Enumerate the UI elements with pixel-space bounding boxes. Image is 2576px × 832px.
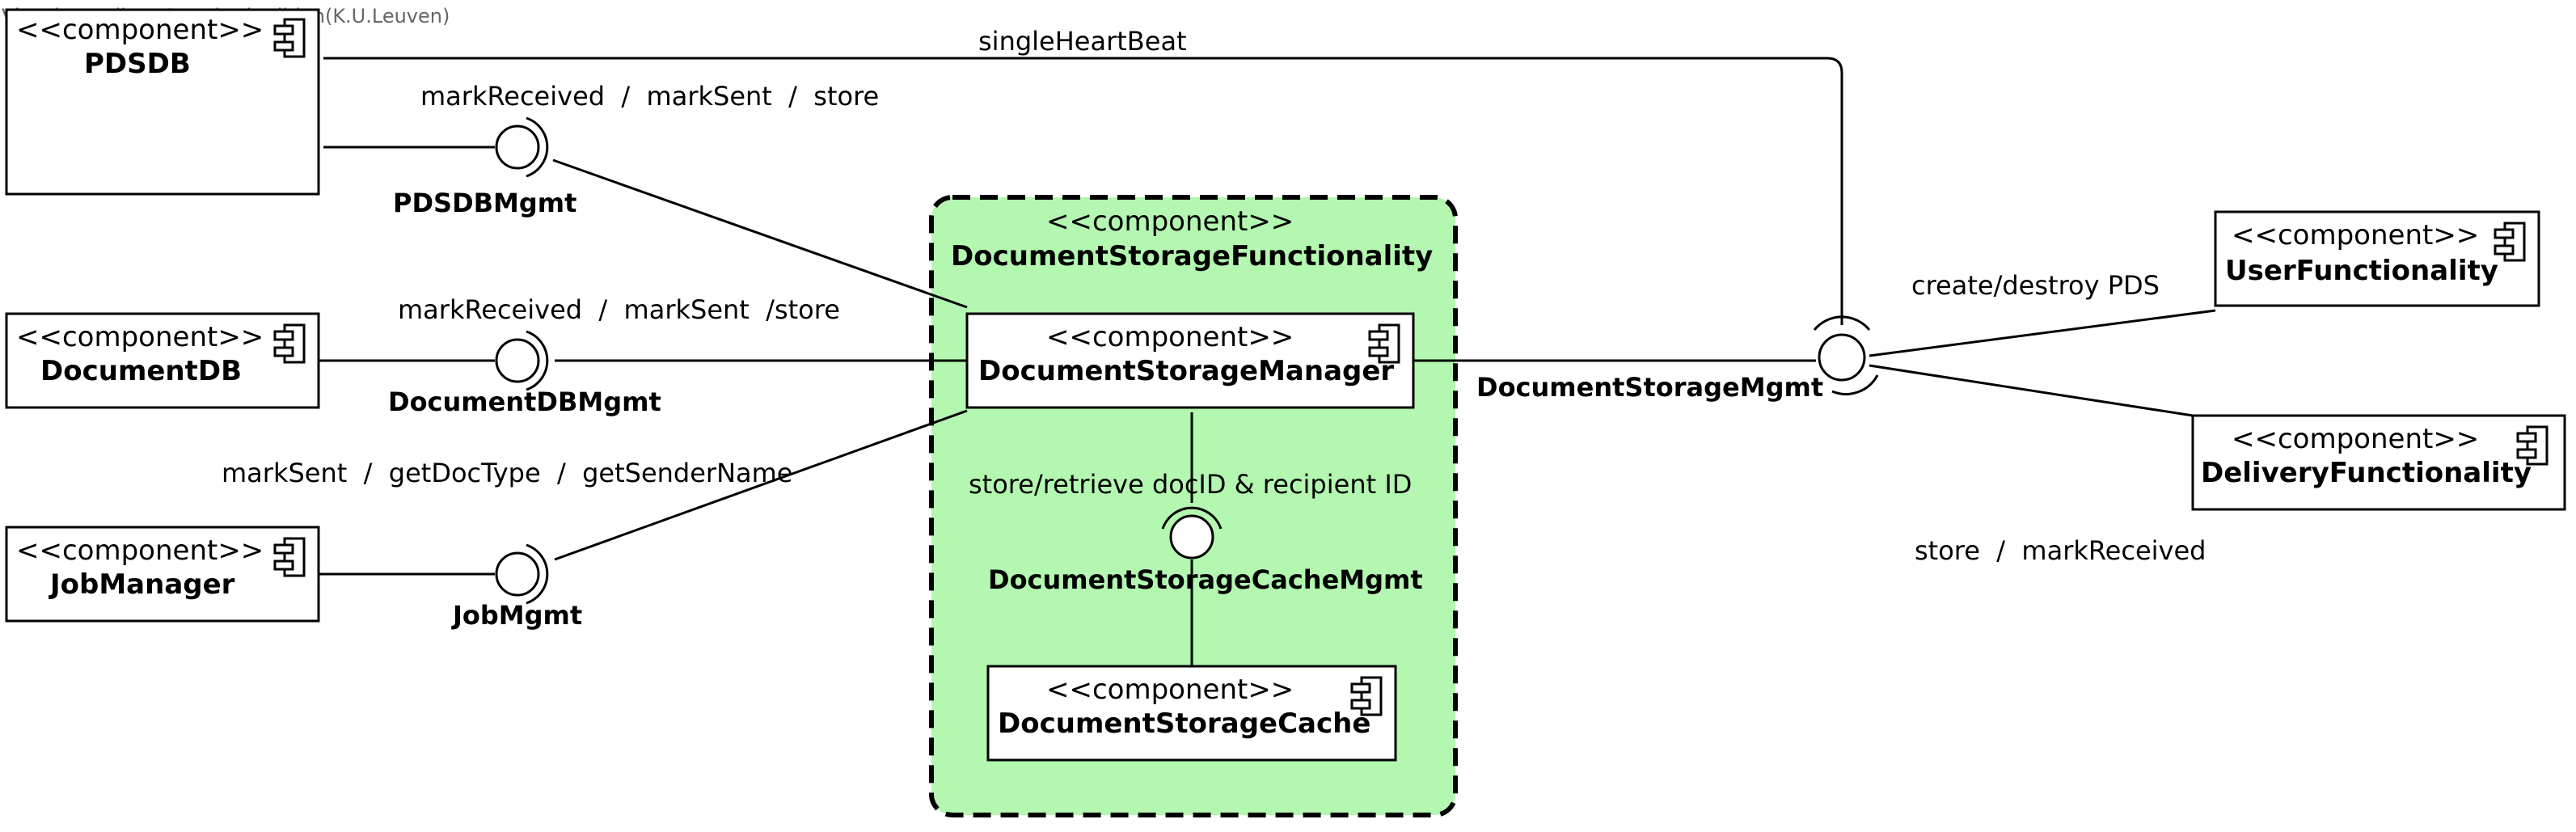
pdsdb-mgmt-connector — [552, 158, 968, 309]
document-db-stereotype: <<component>> — [16, 321, 264, 353]
cache-ops-label: store/retrieve docID & recipient ID — [969, 469, 1412, 500]
document-db-mgmt-interface[interactable] — [495, 330, 549, 391]
component-user-functionality[interactable]: <<component>> UserFunctionality — [2214, 210, 2540, 307]
component-icon — [273, 537, 306, 577]
create-destroy-label: create/destroy PDS — [1911, 270, 2160, 301]
component-document-db[interactable]: <<component>> DocumentDB — [5, 312, 320, 409]
document-db-mgmt-label: DocumentDBMgmt — [388, 386, 661, 417]
component-document-storage-cache[interactable]: <<component>> DocumentStorageCache — [986, 665, 1397, 762]
pdsdb-ops-label: markReceived / markSent / store — [420, 81, 879, 112]
delivery-functionality-connector — [1869, 364, 2194, 417]
storage-mgmt-interface[interactable] — [1813, 315, 1879, 395]
delivery-functionality-name: DeliveryFunctionality — [2201, 457, 2532, 489]
component-document-storage-manager[interactable]: <<component>> DocumentStorageManager — [965, 312, 1415, 409]
job-mgmt-connector — [554, 409, 968, 561]
job-mgmt-interface[interactable] — [495, 543, 549, 605]
storage-cache-mgmt-label: DocumentStorageCacheMgmt — [988, 564, 1423, 595]
container-name: DocumentStorageFunctionality — [951, 240, 1433, 272]
component-icon — [1368, 323, 1400, 364]
container-stereotype: <<component>> — [1046, 205, 1294, 238]
document-db-ops-label: markReceived / markSent /store — [398, 294, 840, 325]
pdsdb-mgmt-label: PDSDBMgmt — [393, 188, 576, 218]
storage-manager-name: DocumentStorageManager — [978, 355, 1394, 387]
component-icon — [273, 323, 306, 364]
job-manager-name: JobManager — [49, 568, 235, 601]
component-icon — [1350, 676, 1383, 716]
component-delivery-functionality[interactable]: <<component>> DeliveryFunctionality — [2191, 414, 2566, 511]
storage-cache-mgmt-interface[interactable] — [1161, 506, 1223, 560]
component-pdsdb[interactable]: <<component>> PDSDB — [5, 8, 320, 196]
component-icon — [2494, 222, 2526, 262]
storage-cache-name: DocumentStorageCache — [998, 707, 1370, 740]
single-heartbeat-label: singleHeartBeat — [978, 26, 1187, 57]
user-functionality-connector — [1869, 309, 2216, 357]
pdsdb-name: PDSDB — [84, 48, 191, 80]
user-functionality-name: UserFunctionality — [2225, 255, 2498, 287]
single-heartbeat-connector — [323, 57, 1843, 325]
storage-mgmt-label: DocumentStorageMgmt — [1476, 372, 1823, 403]
component-job-manager[interactable]: <<component>> JobManager — [5, 526, 320, 623]
delivery-functionality-stereotype: <<component>> — [2232, 423, 2479, 455]
component-icon — [2516, 425, 2549, 466]
document-db-name: DocumentDB — [40, 355, 242, 387]
component-icon — [273, 18, 306, 58]
store-mark-label: store / markReceived — [1915, 535, 2206, 566]
job-mgmt-label: JobMgmt — [451, 600, 582, 631]
storage-manager-stereotype: <<component>> — [1046, 321, 1294, 353]
pdsdb-stereotype: <<component>> — [16, 14, 264, 46]
user-functionality-stereotype: <<component>> — [2232, 219, 2479, 251]
job-manager-stereotype: <<component>> — [16, 534, 264, 567]
job-ops-label: markSent / getDocType / getSenderName — [222, 458, 792, 488]
pdsdb-mgmt-interface[interactable] — [495, 116, 549, 178]
storage-cache-stereotype: <<component>> — [1046, 674, 1294, 706]
